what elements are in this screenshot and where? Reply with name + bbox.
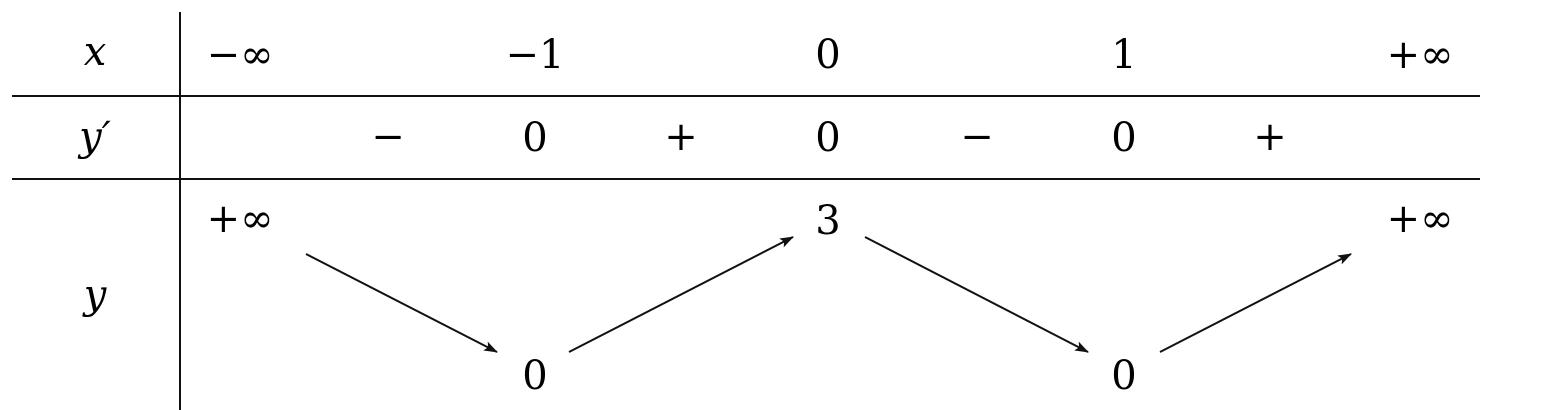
derivative-sign: − xyxy=(371,114,405,160)
y-value-bottom: 0 xyxy=(522,353,547,399)
derivative-zero: 0 xyxy=(522,115,547,161)
y-prime-row-label: y′ xyxy=(77,114,111,160)
decreasing-arrow xyxy=(305,253,498,353)
y-value-top: +∞ xyxy=(207,196,274,242)
x-value: −∞ xyxy=(207,32,274,78)
y-row-label: y xyxy=(82,272,108,318)
decreasing-arrow xyxy=(864,236,1089,353)
x-value: 0 xyxy=(815,32,840,78)
y-value-top: +∞ xyxy=(1387,196,1454,242)
y-value-bottom: 0 xyxy=(1111,353,1136,399)
x-value: −1 xyxy=(506,32,565,78)
derivative-zero: 0 xyxy=(1111,115,1136,161)
x-row-label: x xyxy=(84,29,107,75)
increasing-arrow xyxy=(568,236,794,353)
y-value-top: 3 xyxy=(815,198,840,244)
derivative-sign: + xyxy=(1253,114,1287,160)
increasing-arrow xyxy=(1159,253,1352,353)
derivative-sign: − xyxy=(960,114,994,160)
x-value: +∞ xyxy=(1387,32,1454,78)
x-value: 1 xyxy=(1111,32,1136,78)
derivative-sign: + xyxy=(664,114,698,160)
derivative-zero: 0 xyxy=(815,115,840,161)
